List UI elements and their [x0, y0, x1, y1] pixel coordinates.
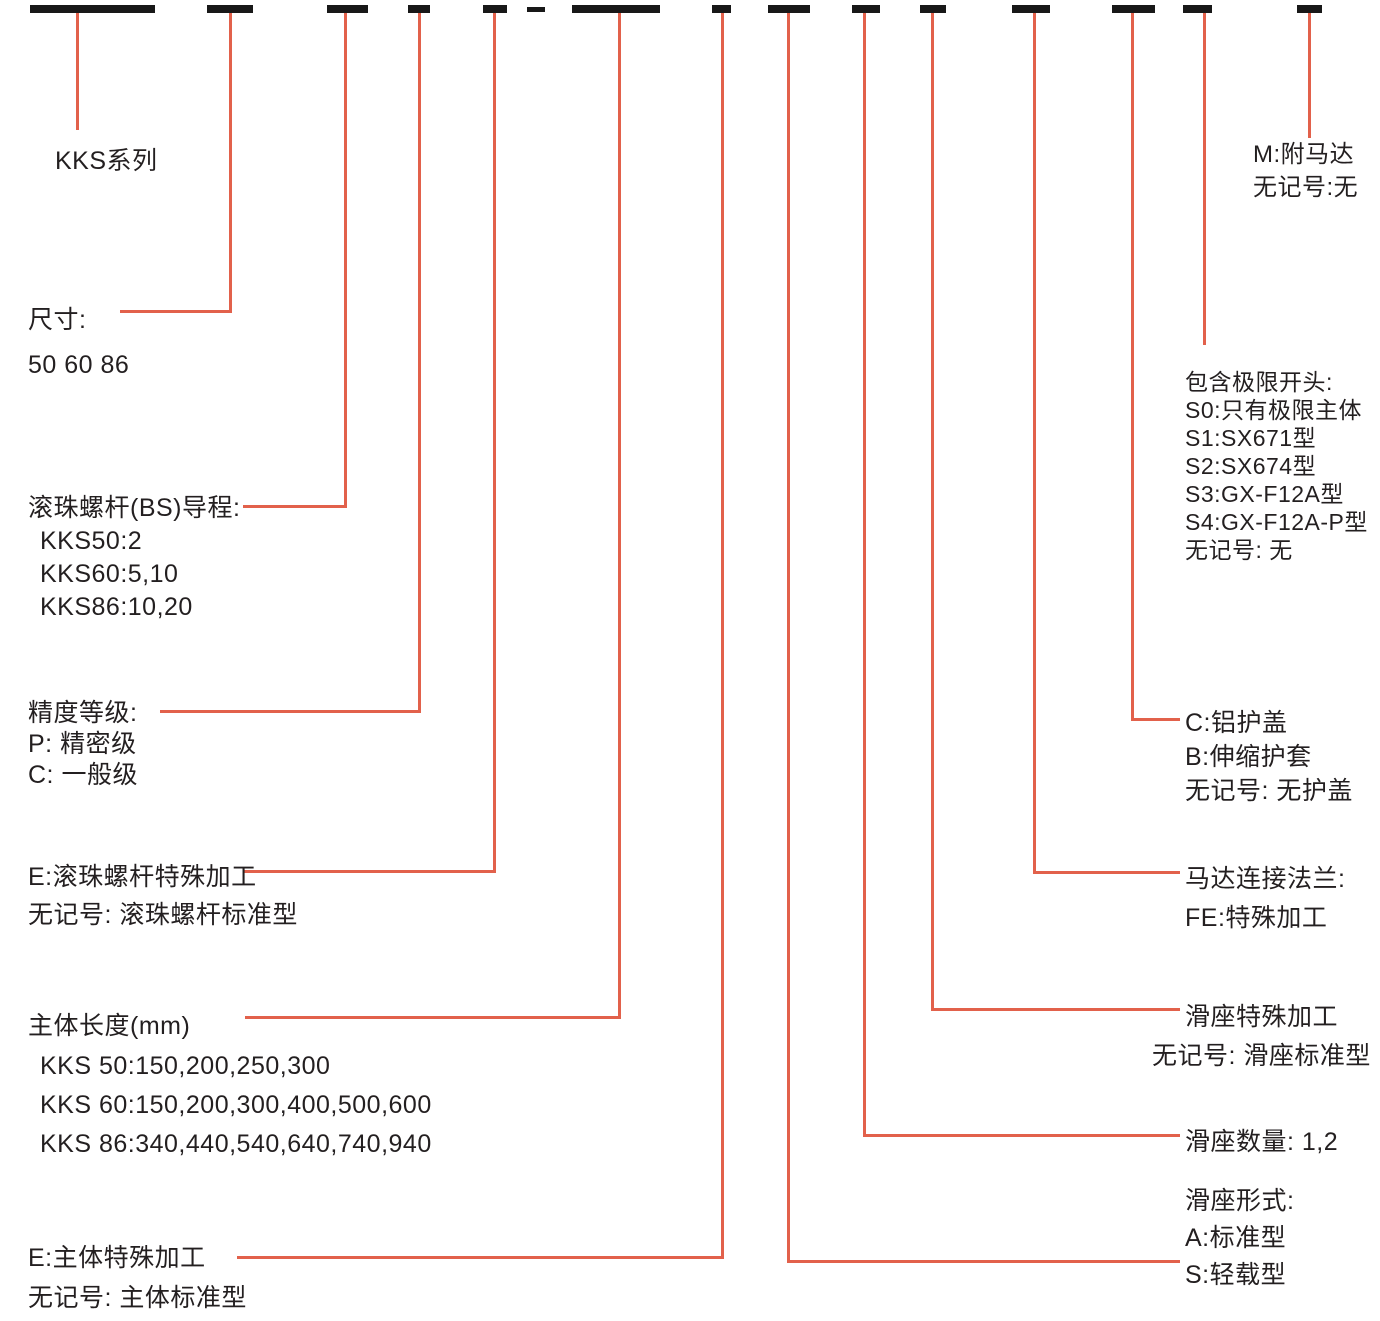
screw-lead-items: KKS50:2 KKS60:5,10 KKS86:10,20 [28, 525, 240, 624]
leader-precision-h [160, 710, 421, 713]
label-cover: C:铝护盖 B:伸缩护套 无记号: 无护盖 [1185, 706, 1353, 808]
label-slider-count: 滑座数量: 1,2 [1185, 1122, 1338, 1158]
label-slider-type: 滑座形式: A:标准型 S:轻载型 [1185, 1183, 1294, 1294]
leader-slider-type-v [787, 13, 790, 1260]
slider-type-item: S:轻载型 [1185, 1261, 1287, 1289]
leader-lead-v [344, 13, 347, 505]
precision-title: 精度等级: [28, 699, 138, 727]
label-limit-switch: 包含极限开头: S0:只有极限主体 S1:SX671型 S2:SX674型 S3… [1185, 368, 1368, 564]
leader-slider-count-h [863, 1134, 1180, 1137]
precision-item: C: 一般级 [28, 761, 138, 789]
leader-flange-h [1033, 871, 1180, 874]
code-segment-cover-bar [1112, 5, 1155, 13]
code-segment-slider-count-bar [852, 5, 880, 13]
leader-screw-special-v [493, 13, 496, 870]
series-name: KKS系列 [55, 147, 158, 175]
label-body-length: 主体长度(mm) KKS 50:150,200,250,300 KKS 60:1… [28, 1006, 432, 1164]
label-precision: 精度等级: P: 精密级 C: 一般级 [28, 698, 138, 791]
limit-switch-item: S2:SX674型 [1185, 453, 1317, 479]
code-segment-lead-bar [327, 5, 368, 13]
label-motor: M:附马达 无记号:无 [1253, 138, 1358, 204]
leader-slider-special-v [931, 13, 934, 1008]
motor-line: 无记号:无 [1253, 174, 1359, 201]
label-screw-special: E:滚珠螺杆特殊加工 无记号: 滚珠螺杆标准型 [28, 858, 298, 934]
leader-cover-h [1131, 718, 1180, 721]
leader-flange-v [1033, 13, 1036, 871]
leader-body-special-v [721, 13, 724, 1256]
label-body-special: E:主体特殊加工 无记号: 主体标准型 [28, 1238, 247, 1318]
slider-type-item: A:标准型 [1185, 1224, 1287, 1252]
leader-limit-v [1203, 13, 1206, 345]
code-segment-slider-type-bar [768, 5, 810, 13]
body-length-item: KKS 50:150,200,250,300 [40, 1052, 331, 1080]
leader-slider-count-v [863, 13, 866, 1134]
leader-slider-type-h [787, 1260, 1180, 1263]
code-segment-length-bar [572, 5, 660, 13]
size-values: 50 60 86 [28, 351, 130, 379]
leader-length-v [618, 13, 621, 1016]
body-length-items: KKS 50:150,200,250,300 KKS 60:150,200,30… [28, 1047, 432, 1164]
cover-line: C:铝护盖 [1185, 709, 1288, 737]
screw-lead-item: KKS60:5,10 [40, 560, 179, 588]
leader-screw-special-h [243, 870, 496, 873]
leader-cover-v [1131, 13, 1134, 718]
label-series: KKS系列 [55, 141, 158, 177]
slider-count-line: 滑座数量: 1,2 [1185, 1128, 1339, 1156]
leader-lead-h [243, 505, 347, 508]
code-segment-slider-special-bar [920, 5, 946, 13]
label-screw-lead: 滚珠螺杆(BS)导程: KKS50:2 KKS60:5,10 KKS86:10,… [28, 492, 240, 624]
body-special-line: E:主体特殊加工 [28, 1244, 206, 1272]
code-segment-motor-bar [1297, 5, 1322, 13]
screw-lead-title: 滚珠螺杆(BS)导程: [28, 494, 241, 522]
leader-size-h [120, 310, 232, 313]
code-segment-size-bar [207, 5, 253, 13]
slider-type-title: 滑座形式: [1185, 1187, 1295, 1215]
leader-motor-v [1308, 13, 1311, 138]
code-segment-screw-special-bar [483, 5, 507, 13]
leader-precision-v [418, 13, 421, 710]
leader-length-h [245, 1016, 621, 1019]
code-segment-series-bar [30, 5, 155, 13]
leader-body-special-h [237, 1256, 724, 1259]
limit-switch-item: S4:GX-F12A-P型 [1185, 509, 1368, 535]
limit-switch-title: 包含极限开头: [1185, 369, 1333, 395]
precision-item: P: 精密级 [28, 730, 137, 758]
slider-special-line: 滑座特殊加工 [1185, 1003, 1339, 1031]
limit-switch-item: S0:只有极限主体 [1185, 397, 1363, 423]
limit-switch-item: 无记号: 无 [1185, 537, 1293, 563]
code-segment-flange-bar [1012, 5, 1050, 13]
body-special-line: 无记号: 主体标准型 [28, 1284, 247, 1312]
label-slider-special: 滑座特殊加工 无记号: 滑座标准型 [1152, 998, 1371, 1076]
code-segment-limit-bar [1183, 5, 1212, 13]
motor-flange-line: 马达连接法兰: [1185, 865, 1346, 893]
size-title: 尺寸: [28, 306, 87, 334]
cover-line: B:伸缩护套 [1185, 743, 1312, 771]
screw-lead-item: KKS86:10,20 [40, 593, 193, 621]
screw-special-line: 无记号: 滚珠螺杆标准型 [28, 901, 298, 929]
leader-series-v [76, 13, 79, 130]
limit-switch-item: S1:SX671型 [1185, 425, 1317, 451]
limit-switch-item: S3:GX-F12A型 [1185, 481, 1344, 507]
code-segment-precision-bar [408, 5, 430, 13]
cover-line: 无记号: 无护盖 [1185, 777, 1353, 805]
body-length-item: KKS 60:150,200,300,400,500,600 [40, 1091, 432, 1119]
motor-flange-line: FE:特殊加工 [1185, 904, 1328, 932]
code-segment-body-special-bar [712, 5, 731, 13]
label-motor-flange: 马达连接法兰: FE:特殊加工 [1185, 860, 1345, 938]
leader-slider-special-h [931, 1008, 1180, 1011]
motor-line: M:附马达 [1253, 141, 1355, 168]
slider-special-line: 无记号: 滑座标准型 [1152, 1042, 1371, 1070]
leader-size-v [229, 13, 232, 310]
body-length-item: KKS 86:340,440,540,640,740,940 [40, 1130, 432, 1158]
body-length-title: 主体长度(mm) [28, 1012, 191, 1040]
label-size: 尺寸: 50 60 86 [28, 300, 129, 380]
screw-lead-item: KKS50:2 [40, 527, 143, 555]
screw-special-line: E:滚珠螺杆特殊加工 [28, 863, 257, 891]
code-hyphen-bar [527, 7, 545, 12]
